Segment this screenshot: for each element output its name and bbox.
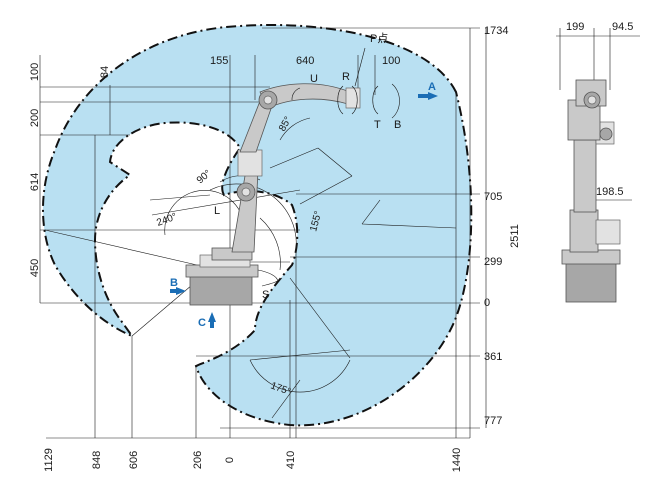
- construction-lines: [44, 117, 457, 419]
- dim-right-1734: 1734: [484, 25, 508, 37]
- dim-bottom-206: 206: [192, 451, 204, 469]
- view-label-a: A: [428, 81, 436, 93]
- angle-155: 155°: [308, 210, 324, 233]
- axis-rotation-symbols: [257, 47, 400, 287]
- side-base: [565, 261, 617, 303]
- side-dim-198-5: 198.5: [596, 186, 624, 198]
- dim-right-777: 777: [484, 415, 502, 427]
- dim-bottom-1440: 1440: [451, 448, 463, 472]
- dim-bottom-848: 848: [91, 451, 103, 469]
- view-b-arrow: [170, 287, 186, 295]
- side-view: [556, 28, 640, 303]
- dim-right-361: 361: [484, 351, 502, 363]
- side-dim-94-5: 94.5: [612, 21, 633, 33]
- dim-bottom-1129: 1129: [43, 448, 55, 472]
- side-dim-199: 199: [566, 21, 584, 33]
- dim-right-299: 299: [484, 256, 502, 268]
- view-a-arrow: [418, 92, 438, 100]
- dim-left-450: 450: [29, 259, 41, 277]
- dim-top-155: 155: [210, 55, 228, 67]
- dim-bottom-606: 606: [128, 451, 140, 469]
- axis-label-s: S: [262, 289, 269, 301]
- dim-left-84: 84: [99, 66, 111, 78]
- dim-left-100: 100: [29, 63, 41, 81]
- work-envelope-region: [42, 23, 473, 427]
- robot-base: [189, 274, 253, 306]
- axis-label-l: L: [214, 205, 220, 217]
- extension-lines: [39, 27, 487, 439]
- dim-right-2511: 2511: [509, 224, 521, 248]
- wrist: [345, 87, 361, 109]
- dim-bottom-0: 0: [224, 457, 236, 463]
- dim-left-200: 200: [29, 109, 41, 127]
- view-label-b: B: [170, 277, 178, 289]
- dim-bottom-410: 410: [285, 451, 297, 469]
- dim-left-614: 614: [29, 173, 41, 191]
- view-label-c: C: [198, 317, 206, 329]
- dim-right-0: 0: [484, 297, 490, 309]
- view-c-arrow: [208, 312, 216, 328]
- dim-right-705: 705: [484, 191, 502, 203]
- dim-top-640: 640: [296, 55, 314, 67]
- axis-label-r: R: [342, 71, 350, 83]
- robot-arm: [185, 83, 361, 306]
- p-point-label: P点: [370, 32, 388, 45]
- view-arrows: [170, 92, 438, 328]
- axis-label-t: T: [374, 119, 381, 131]
- dim-top-100: 100: [382, 55, 400, 67]
- angle-90: 90°: [195, 168, 214, 186]
- axis-label-u: U: [310, 73, 318, 85]
- axis-label-b: B: [394, 119, 401, 131]
